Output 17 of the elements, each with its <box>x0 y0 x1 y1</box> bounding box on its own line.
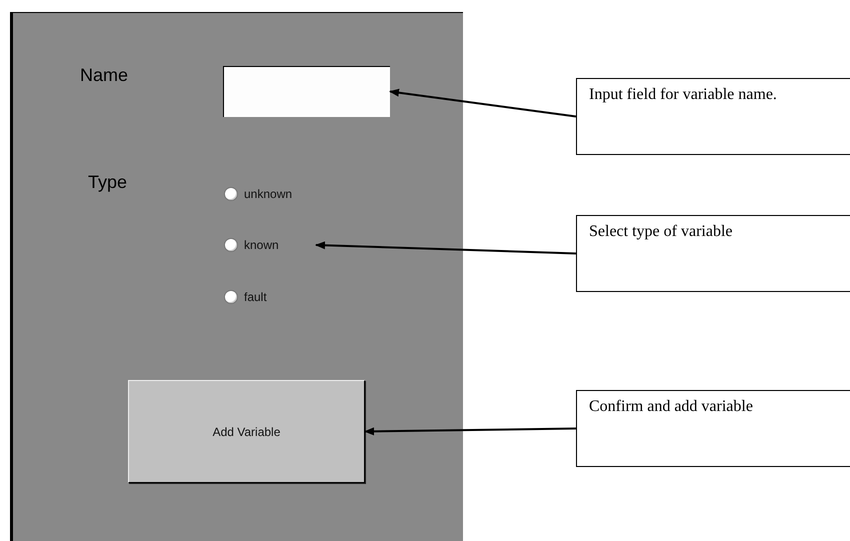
callout-text: Input field for variable name. <box>589 85 778 105</box>
form-label: Type <box>88 172 128 193</box>
callout-box <box>576 390 850 467</box>
dialog-panel <box>10 12 463 541</box>
add-button: Add Variable <box>128 380 365 483</box>
radio-option: fault <box>224 288 316 306</box>
arrow <box>389 88 576 118</box>
arrow <box>364 427 576 436</box>
callout-box <box>576 215 850 292</box>
callout-text: Confirm and add variable <box>589 397 754 417</box>
callout-box <box>576 78 850 155</box>
form-label: Name <box>80 65 128 86</box>
arrow <box>315 241 576 254</box>
radio-option: unknown <box>224 185 316 203</box>
callout-text: Select type of variable <box>589 222 734 242</box>
radio-option: known <box>224 236 316 254</box>
input-field <box>223 66 390 117</box>
